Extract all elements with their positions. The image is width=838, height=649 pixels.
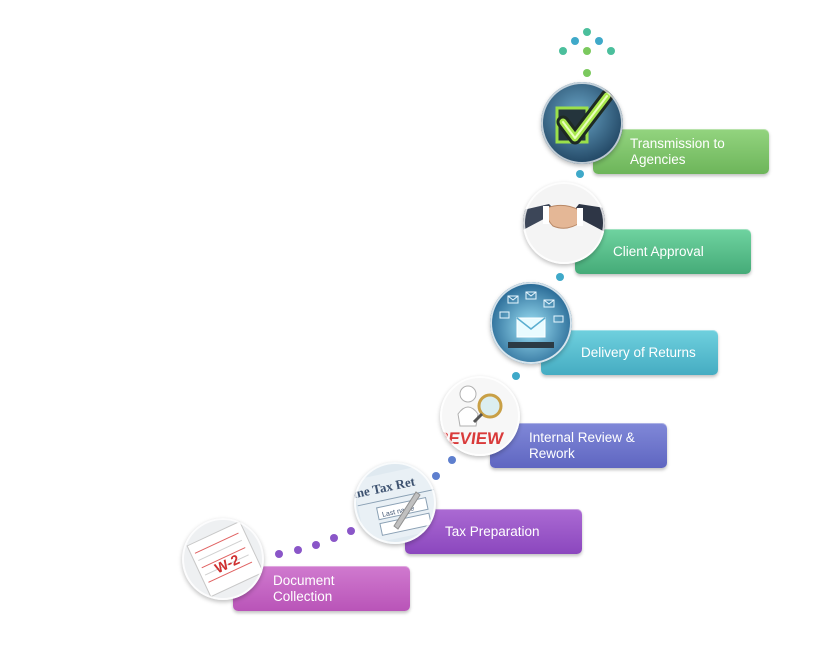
arrow-dot: [607, 47, 615, 55]
connector-dot: [275, 550, 283, 558]
email-envelope-icon: [490, 282, 572, 364]
arrow-dot: [583, 47, 591, 55]
arrow-dot: [583, 69, 591, 77]
step-internal-review-box: Internal Review & Rework: [490, 423, 667, 468]
connector-dot: [556, 273, 564, 281]
connector-dot: [312, 541, 320, 549]
step-label: Internal Review & Rework: [529, 429, 635, 461]
connector-dot: [576, 170, 584, 178]
arrow-dot: [559, 47, 567, 55]
connector-dot: [347, 527, 355, 535]
step-label: Document Collection: [273, 572, 335, 604]
review-magnifier-icon: REVIEW: [440, 376, 520, 456]
step-label: Delivery of Returns: [581, 344, 696, 360]
step-document-collection-box: Document Collection: [233, 566, 410, 611]
arrow-dot: [583, 28, 591, 36]
svg-text:REVIEW: REVIEW: [440, 429, 505, 448]
step-tax-preparation-box: Tax Preparation: [405, 509, 582, 554]
connector-dot: [512, 372, 520, 380]
step-label: Transmission to Agencies: [630, 135, 725, 167]
step-transmission-box: Transmission to Agencies: [593, 129, 769, 174]
connector-dot: [294, 546, 302, 554]
step-client-approval-box: Client Approval: [575, 229, 751, 274]
step-label: Client Approval: [613, 243, 704, 259]
arrow-dot: [571, 37, 579, 45]
connector-dot: [448, 456, 456, 464]
arrow-dot: [595, 37, 603, 45]
tax-return-form-icon: me Tax Ret Last name: [354, 462, 436, 544]
connector-dot: [432, 472, 440, 480]
w2-form-icon: W-2: [182, 518, 264, 600]
step-delivery-of-returns-box: Delivery of Returns: [541, 330, 718, 375]
step-label: Tax Preparation: [445, 523, 540, 539]
handshake-icon: [523, 182, 605, 264]
connector-dot: [330, 534, 338, 542]
checkmark-icon: [541, 82, 623, 164]
